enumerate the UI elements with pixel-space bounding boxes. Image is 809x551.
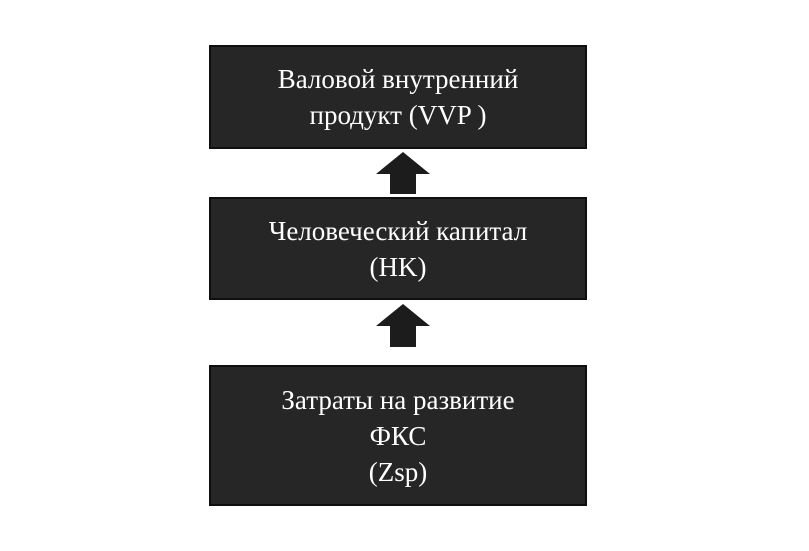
fks-expenses-box-line-1: Затраты на развитие	[281, 384, 515, 415]
up-arrow-icon	[376, 152, 430, 194]
fks-expenses-box-line-2: ФКС	[369, 420, 427, 451]
gdp-box-line-1: Валовой внутренний	[277, 64, 519, 94]
fks-expenses-box: Затраты на развитие ФКС (Zsp)	[209, 365, 587, 506]
human-capital-box: Человеческий капитал (HK)	[209, 197, 587, 300]
up-arrow-shape	[376, 152, 430, 194]
human-capital-box-line-1: Человеческий капитал	[268, 215, 528, 246]
gdp-box: Валовой внутренний продукт (VVP )	[209, 45, 587, 149]
up-arrow-shape	[376, 304, 430, 347]
gdp-box-line-2: продукт (VVP )	[309, 100, 487, 130]
human-capital-box-line-2: (HK)	[369, 251, 427, 282]
fks-expenses-box-line-3: (Zsp)	[368, 456, 428, 487]
up-arrow-icon	[376, 304, 430, 347]
